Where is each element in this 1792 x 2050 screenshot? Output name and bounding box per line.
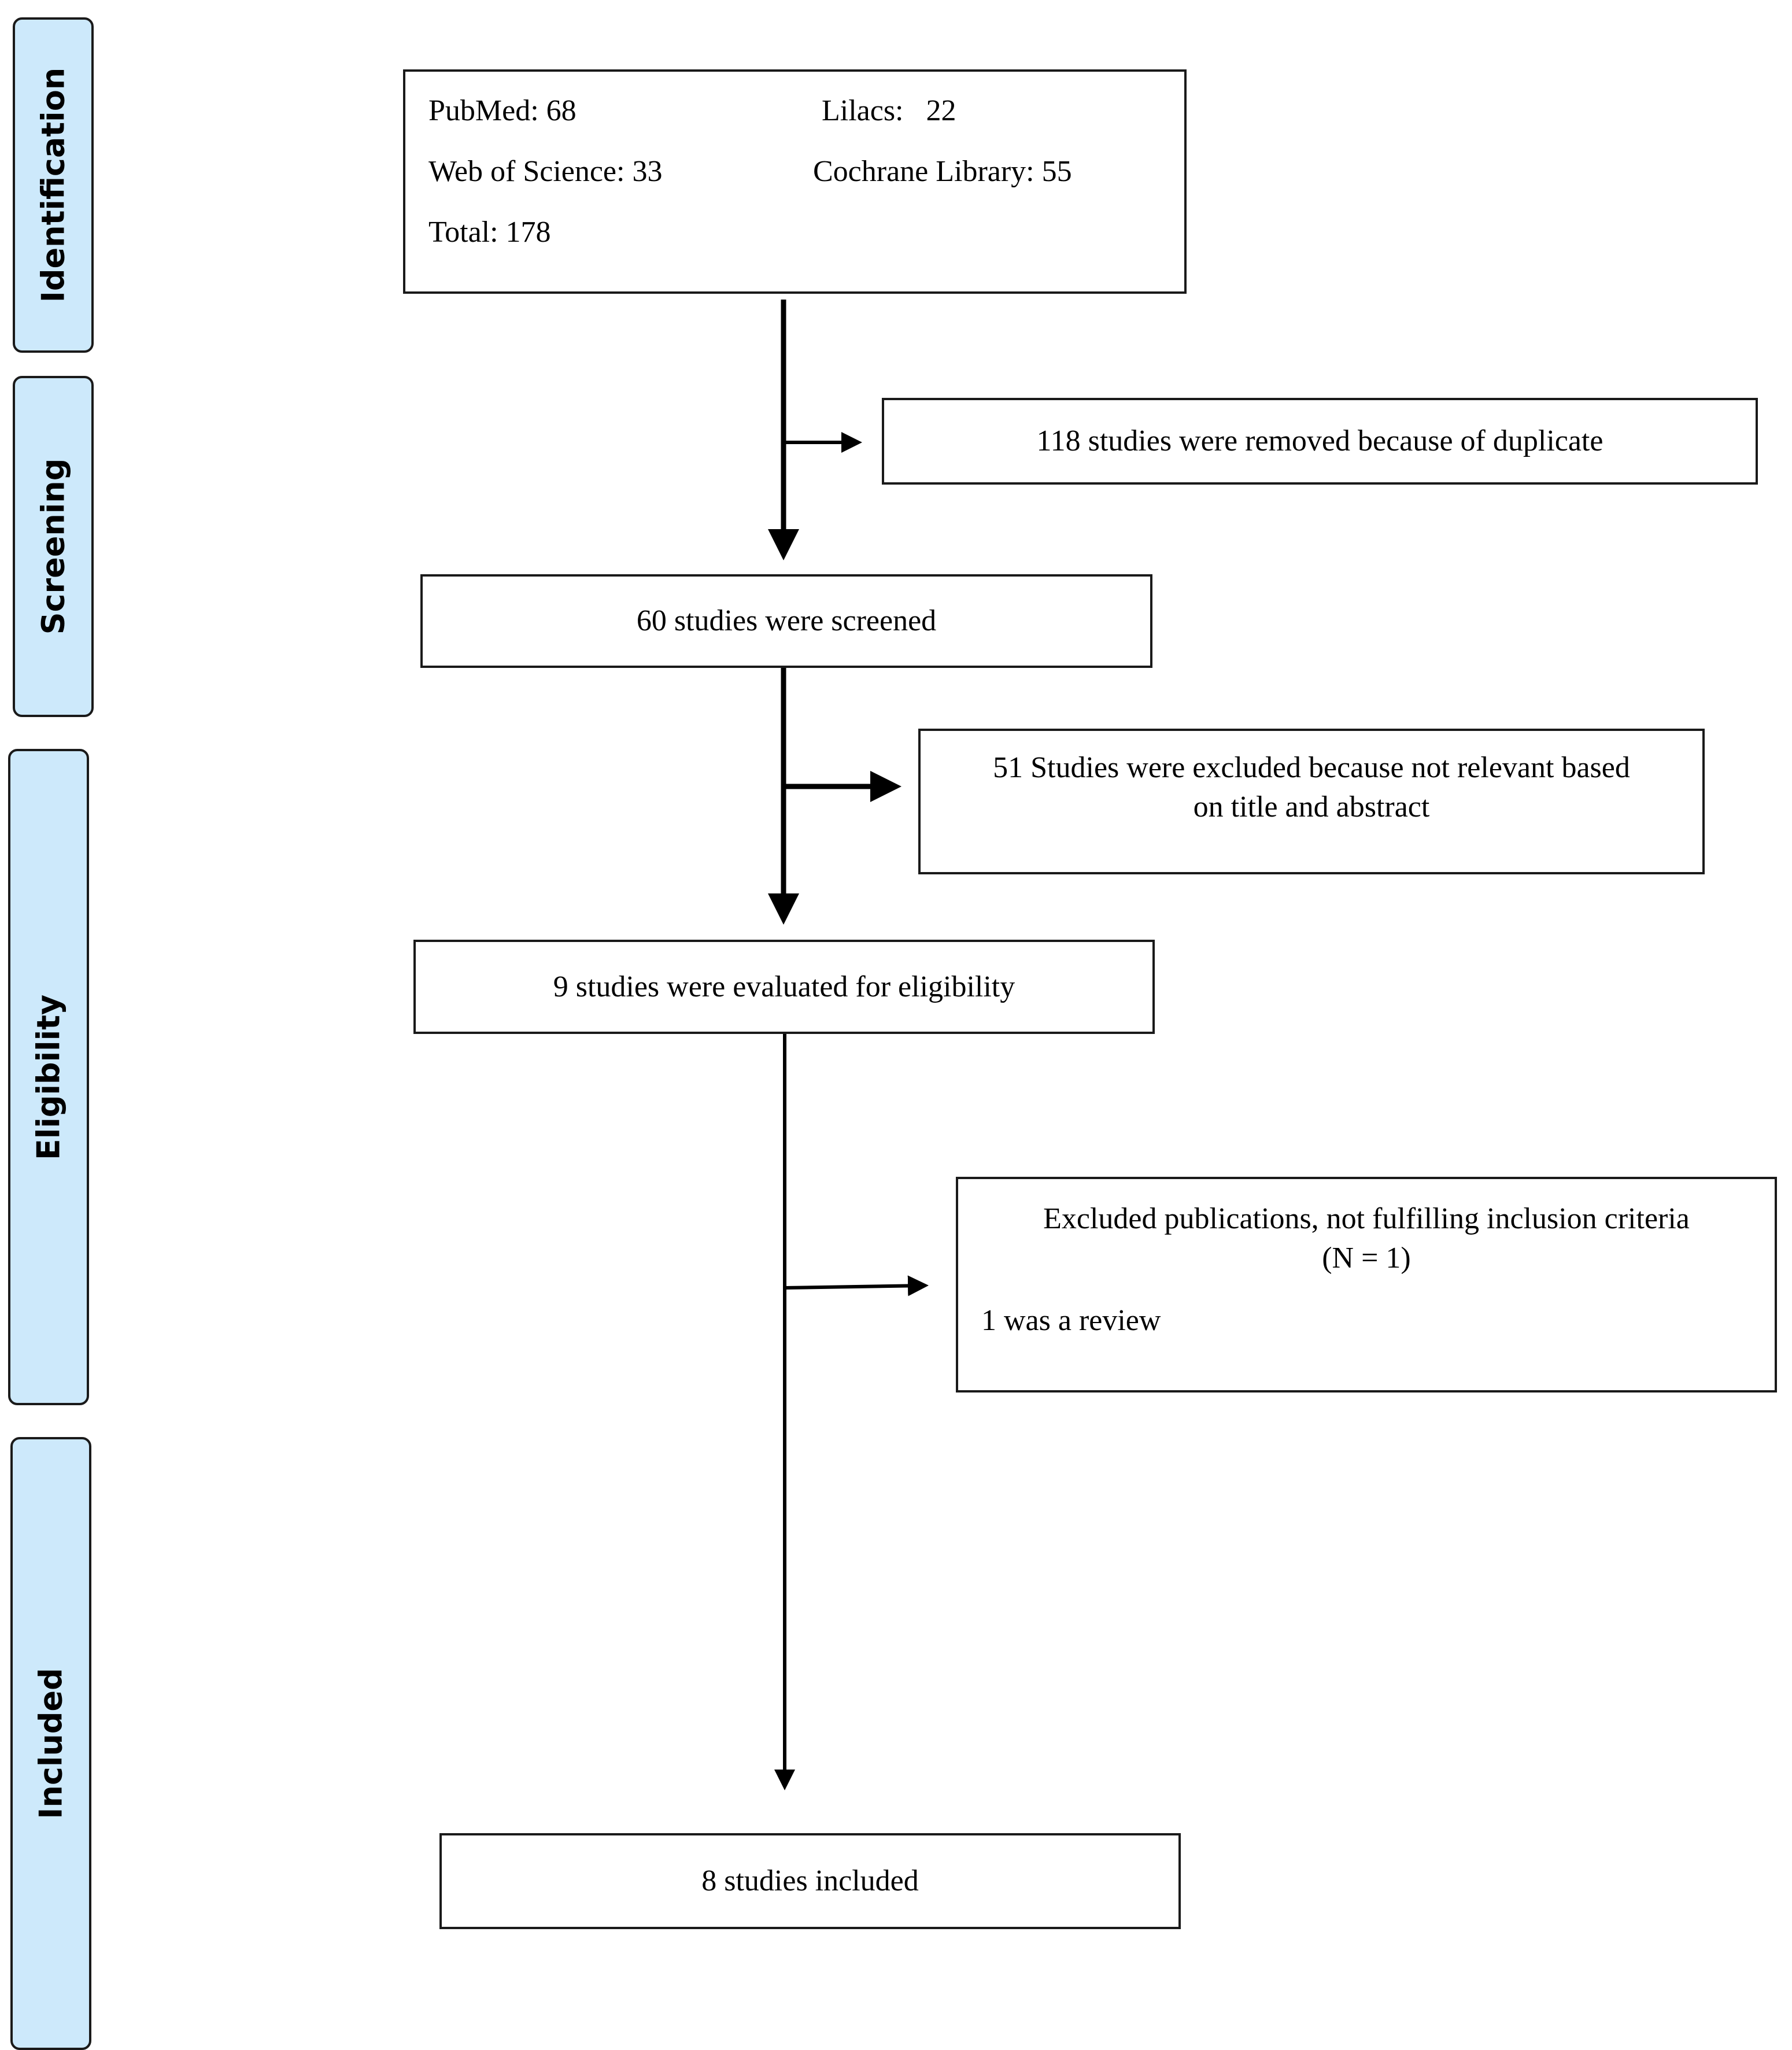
excluded-title-line1: 51 Studies were excluded because not rel… [993, 751, 1630, 784]
excluded-title-line2: on title and abstract [1193, 791, 1430, 823]
eligibility-text: 9 studies were evaluated for eligibility [553, 970, 1015, 1003]
phase-included: Included [10, 1437, 91, 2050]
eligibility-box: 9 studies were evaluated for eligibility [413, 940, 1155, 1034]
phase-screening: Screening [13, 376, 94, 717]
pubmed-count: PubMed: 68 [428, 94, 577, 127]
identification-box: PubMed: 68 Lilacs: 22 Web of Science: 33… [403, 69, 1187, 294]
lilacs-count: Lilacs: 22 [822, 94, 956, 127]
screened-box: 60 studies were screened [420, 574, 1152, 668]
phase-eligibility: Eligibility [8, 749, 89, 1405]
arrow-to-excluded-criteria [784, 1275, 929, 1297]
excluded-criteria-detail: 1 was a review [981, 1304, 1161, 1337]
excluded-criteria-box: Excluded publications, not fulfilling in… [956, 1177, 1777, 1392]
phase-identification: Identification [13, 17, 94, 353]
cochrane-count: Cochrane Library: 55 [813, 155, 1072, 188]
duplicates-removed-text: 118 studies were removed because of dupl… [1036, 424, 1603, 457]
included-box: 8 studies included [439, 1833, 1181, 1929]
excluded-title-abstract-box: 51 Studies were excluded because not rel… [918, 729, 1705, 874]
excluded-criteria-line2: (N = 1) [1322, 1242, 1411, 1275]
duplicates-removed-box: 118 studies were removed because of dupl… [882, 398, 1758, 485]
excluded-criteria-line1: Excluded publications, not fulfilling in… [1043, 1202, 1690, 1235]
total-count: Total: 178 [428, 216, 551, 249]
web-of-science-count: Web of Science: 33 [428, 155, 663, 188]
screened-text: 60 studies were screened [636, 604, 937, 637]
included-text: 8 studies included [701, 1864, 919, 1897]
